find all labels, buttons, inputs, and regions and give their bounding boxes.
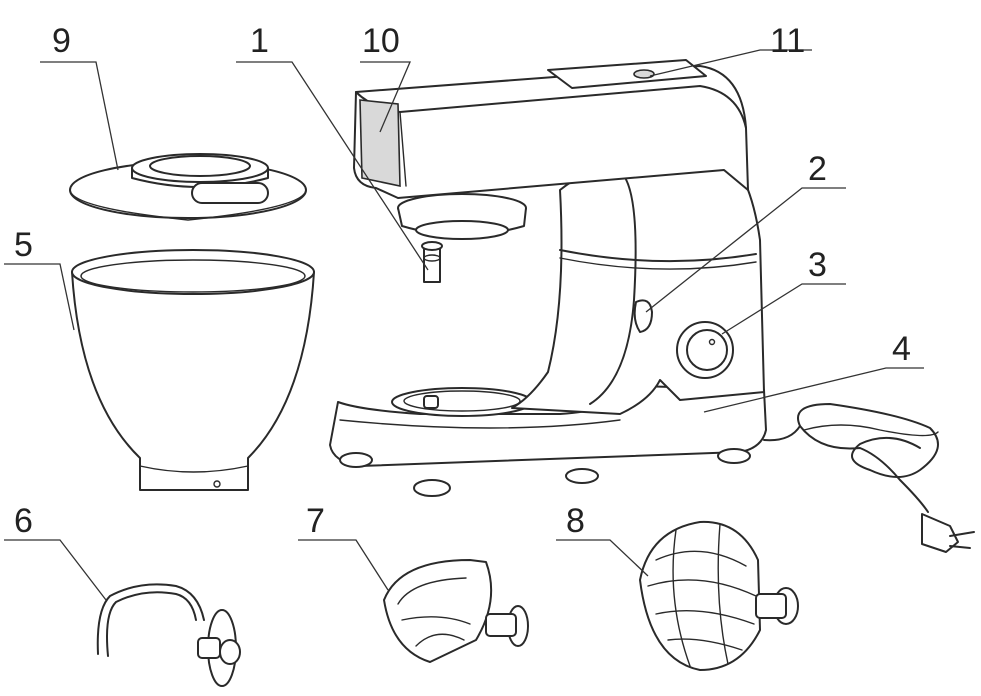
callout-2: 2 — [808, 150, 827, 188]
mixer-body — [329, 59, 767, 497]
callout-11: 11 — [770, 22, 805, 60]
leader-3 — [721, 283, 846, 335]
leader-4 — [703, 367, 924, 413]
leader-6 — [4, 539, 107, 601]
leader-8 — [556, 539, 649, 577]
leader-1 — [236, 61, 429, 271]
callout-6: 6 — [14, 502, 33, 540]
callout-4: 4 — [892, 330, 911, 368]
leader-11 — [649, 49, 812, 77]
callout-5: 5 — [14, 226, 33, 264]
callout-7: 7 — [306, 502, 325, 540]
callout-3: 3 — [808, 246, 827, 284]
callout-1: 1 — [250, 22, 269, 60]
callout-numbers: 9 1 10 11 2 3 4 5 6 7 8 — [14, 22, 911, 540]
mixing-bowl — [71, 249, 315, 491]
splash-guard-lid — [69, 153, 307, 221]
leader-lines — [4, 49, 924, 601]
callout-9: 9 — [52, 22, 71, 60]
leader-2 — [645, 187, 846, 313]
leader-5 — [4, 263, 75, 331]
leader-7 — [298, 539, 389, 591]
leader-9 — [40, 61, 119, 171]
callout-8: 8 — [566, 502, 585, 540]
flat-beater — [383, 559, 529, 663]
callout-10: 10 — [362, 22, 400, 60]
power-cord — [763, 403, 975, 553]
dough-hook — [96, 583, 241, 687]
leader-10 — [360, 61, 411, 133]
balloon-whisk — [639, 520, 799, 671]
